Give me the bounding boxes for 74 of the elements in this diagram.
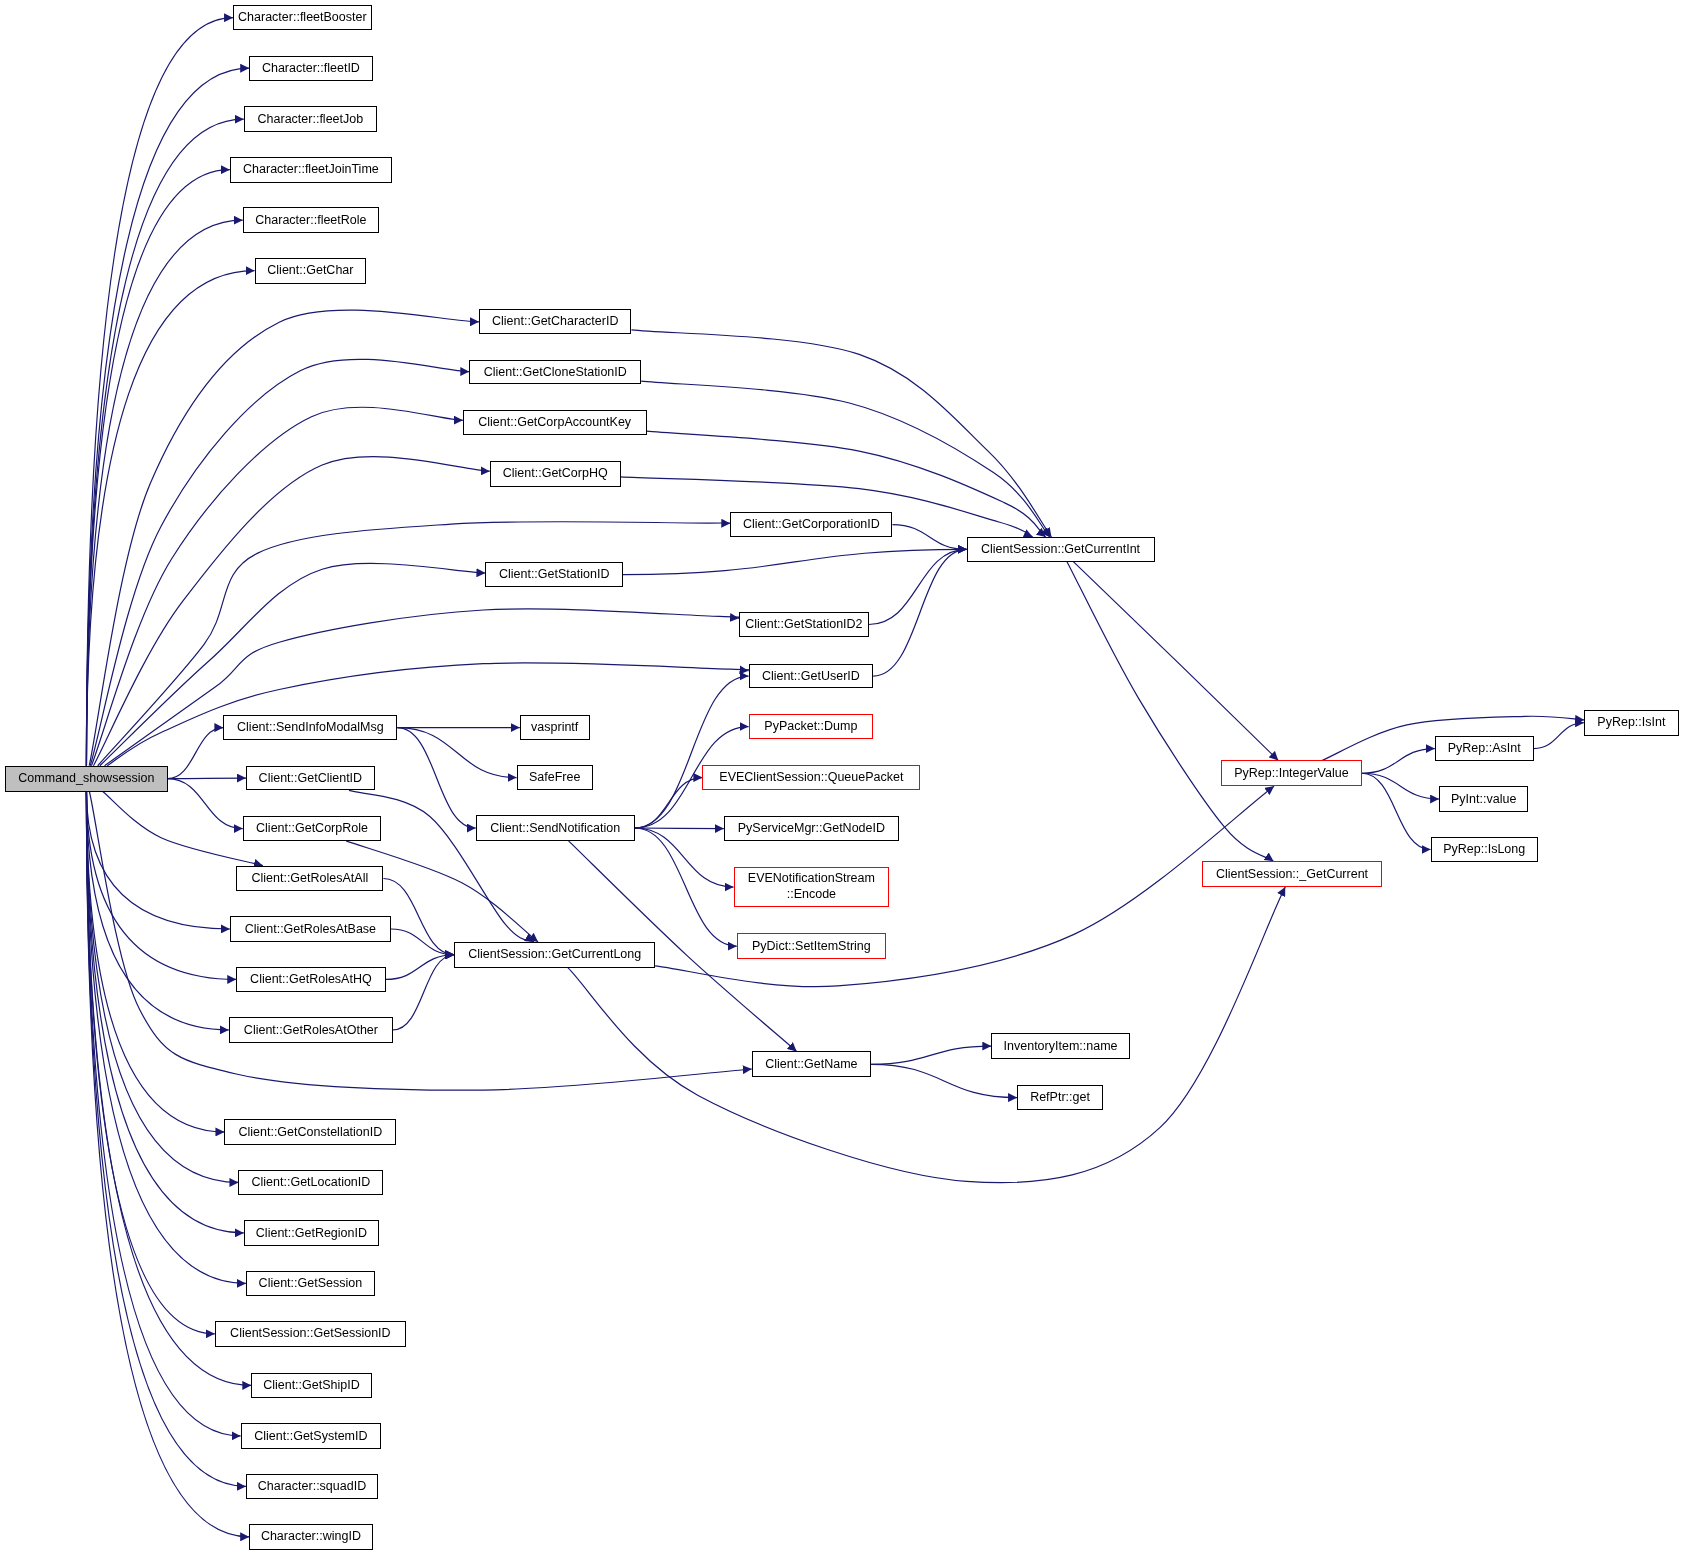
function-box: Client::GetCharacterID: [479, 309, 632, 334]
function-box: Client::GetUserID: [748, 663, 874, 689]
function-box: ClientSession::_GetCurrent: [1201, 861, 1383, 888]
function-box: Client::GetCorpAccountKey: [462, 410, 647, 435]
function-box: Command_showsession: [5, 765, 168, 792]
arrow: [166, 778, 244, 832]
function-box: Client::GetClientID: [245, 765, 375, 791]
function-box: Client::GetConstellationID: [224, 1119, 397, 1145]
function-box: Character::fleetJob: [243, 106, 377, 133]
function-box: EVENotificationStream ::Encode: [733, 866, 890, 908]
function-box: PyRep::IntegerValue: [1221, 760, 1362, 787]
function-box: Client::GetStationID2: [738, 612, 869, 637]
arrow: [645, 430, 1047, 538]
function-box: Client::GetCorpHQ: [489, 460, 621, 487]
arrow: [870, 1063, 1018, 1102]
function-box: Client::GetStationID: [485, 561, 623, 588]
arrow: [92, 456, 491, 767]
arrow: [654, 785, 1275, 988]
function-box: Character::fleetRole: [242, 207, 380, 234]
arrow: [1072, 561, 1279, 761]
arrow: [567, 840, 798, 1052]
function-box: vasprintf: [519, 715, 590, 740]
function-box: Character::fleetID: [249, 55, 373, 81]
function-box: Client::GetRolesAtHQ: [236, 966, 386, 993]
arrow: [1321, 714, 1585, 761]
function-box: Character::fleetBooster: [233, 5, 372, 31]
function-box: ClientSession::GetCurrentInt: [966, 537, 1155, 562]
arrow: [640, 380, 1051, 538]
function-box: Client::GetShipID: [251, 1372, 372, 1399]
function-box: Character::squadID: [245, 1473, 379, 1500]
arrow: [1361, 772, 1432, 853]
function-box: Character::fleetJoinTime: [229, 156, 392, 183]
function-box: EVEClientSession::QueuePacket: [702, 764, 921, 791]
arrow: [392, 952, 455, 1031]
function-box: InventoryItem::name: [991, 1033, 1130, 1059]
arrow: [396, 727, 477, 831]
function-box: PyDict::SetItemString: [736, 933, 887, 960]
function-box: ClientSession::GetSessionID: [214, 1321, 406, 1347]
function-box: ClientSession::GetCurrentLong: [454, 941, 656, 968]
arrow: [630, 329, 1053, 538]
function-box: Character::wingID: [249, 1523, 373, 1550]
function-box: Client::GetSession: [245, 1270, 375, 1297]
function-box: RefPtr::get: [1017, 1084, 1103, 1111]
arrow: [634, 827, 738, 949]
arrow: [567, 886, 1286, 1184]
arrow: [634, 824, 725, 834]
function-box: Client::GetRolesAtBase: [229, 916, 391, 942]
function-box: Client::GetChar: [254, 257, 367, 284]
function-box: Client::SendInfoModalMsg: [223, 715, 398, 740]
function-box: SafeFree: [516, 764, 593, 791]
function-box: Client::GetName: [751, 1051, 871, 1078]
function-box: PyPacket::Dump: [748, 714, 874, 739]
function-box: Client::GetRegionID: [243, 1220, 380, 1246]
arrow: [872, 547, 968, 677]
function-box: Client::GetLocationID: [238, 1169, 384, 1196]
arrow: [99, 562, 487, 767]
function-box: PyServiceMgr::GetNodeID: [723, 816, 899, 841]
arrow: [1066, 561, 1275, 862]
function-box: Client::SendNotification: [475, 815, 635, 841]
function-box: Client::GetRolesAtOther: [228, 1017, 394, 1043]
function-box: PyRep::IsInt: [1584, 709, 1679, 736]
function-box: Client::GetCorpRole: [242, 816, 382, 841]
arrow: [348, 789, 535, 943]
arrow: [88, 790, 753, 1091]
function-box: PyInt::value: [1439, 786, 1529, 812]
function-box: Client::GetRolesAtAll: [236, 865, 384, 892]
function-box: Client::GetCloneStationID: [469, 359, 642, 385]
function-box: Client::GetCorporationID: [730, 512, 893, 537]
arrow: [620, 476, 1034, 538]
arrow: [102, 790, 264, 868]
function-box: Client::GetSystemID: [240, 1423, 382, 1449]
function-box: PyRep::AsInt: [1434, 735, 1534, 762]
arrow: [1533, 719, 1585, 750]
function-box: PyRep::IsLong: [1430, 836, 1538, 863]
